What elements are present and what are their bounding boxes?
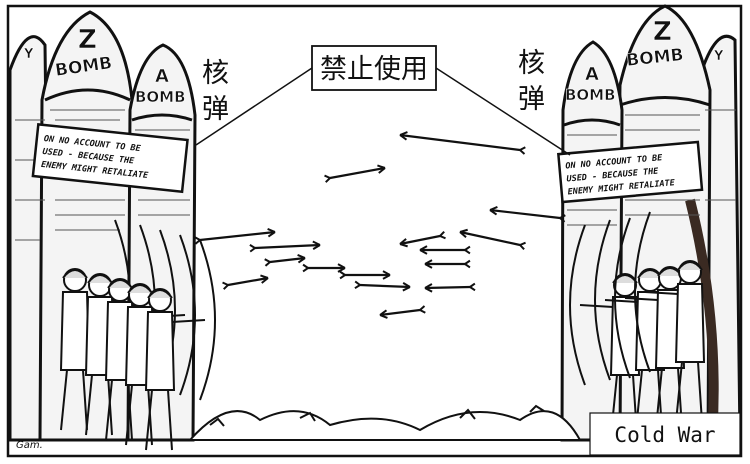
left-warning-sign: ON NO ACCOUNT TO BE USED - BECAUSE THE E…: [31, 122, 189, 194]
arrow: [419, 245, 471, 255]
archer-soldiers: [59, 211, 706, 451]
arrow: [459, 228, 526, 251]
ground-rubble: [187, 410, 582, 441]
center-label-box: [311, 45, 437, 91]
archer-soldier: [634, 211, 706, 423]
left-nuclear-label-2: 弹: [202, 94, 229, 125]
arrow: [324, 164, 386, 183]
arrow: [489, 206, 566, 223]
archer-soldier: [144, 239, 216, 451]
arrow: [194, 228, 276, 245]
arrow: [424, 259, 471, 269]
left-y-bomb-letter: Y: [23, 47, 34, 62]
artist-signature: Gam.: [16, 440, 43, 451]
right-nuclear-label-1: 核: [518, 48, 545, 79]
left-nuclear-label-1: 核: [202, 58, 229, 89]
right-a-bomb-word: BOMB: [565, 86, 616, 104]
newsprint-hatching: [567, 109, 736, 226]
arrow: [264, 254, 306, 267]
arrow: [379, 305, 426, 319]
arrow: [222, 274, 269, 290]
right-bomb-stack: [560, 4, 742, 442]
rubble-detail: [209, 404, 545, 427]
right-warning-sign: ON NO ACCOUNT TO BE USED - BECAUSE THE E…: [556, 140, 704, 204]
left-a-bomb-word: BOMB: [135, 88, 186, 106]
left-a-bomb-letter: A: [155, 66, 169, 87]
right-bow-shade: [685, 198, 719, 441]
arrow: [424, 282, 476, 293]
newsprint-hatching: [15, 109, 190, 241]
leader-line-right: [435, 67, 571, 156]
right-a-bomb: [560, 40, 624, 442]
right-z-bomb-letter: Z: [653, 17, 672, 47]
leader-line-left: [195, 67, 313, 146]
arrow: [399, 231, 446, 248]
arrow: [399, 131, 526, 155]
caption-cold-war: Cold War: [614, 423, 715, 447]
arrow: [249, 240, 321, 253]
arrow: [354, 280, 411, 292]
right-nuclear-label-2: 弹: [518, 84, 545, 115]
left-z-bomb-letter: Z: [78, 25, 97, 55]
arrow: [302, 263, 346, 273]
center-label: 禁止使用: [320, 54, 428, 85]
archer-soldier: [569, 224, 641, 436]
arrow-volley: [194, 131, 566, 319]
right-a-bomb-letter: A: [585, 64, 599, 85]
caption-box: [589, 412, 741, 456]
arrow: [339, 270, 391, 280]
right-y-bomb-letter: Y: [713, 49, 724, 64]
